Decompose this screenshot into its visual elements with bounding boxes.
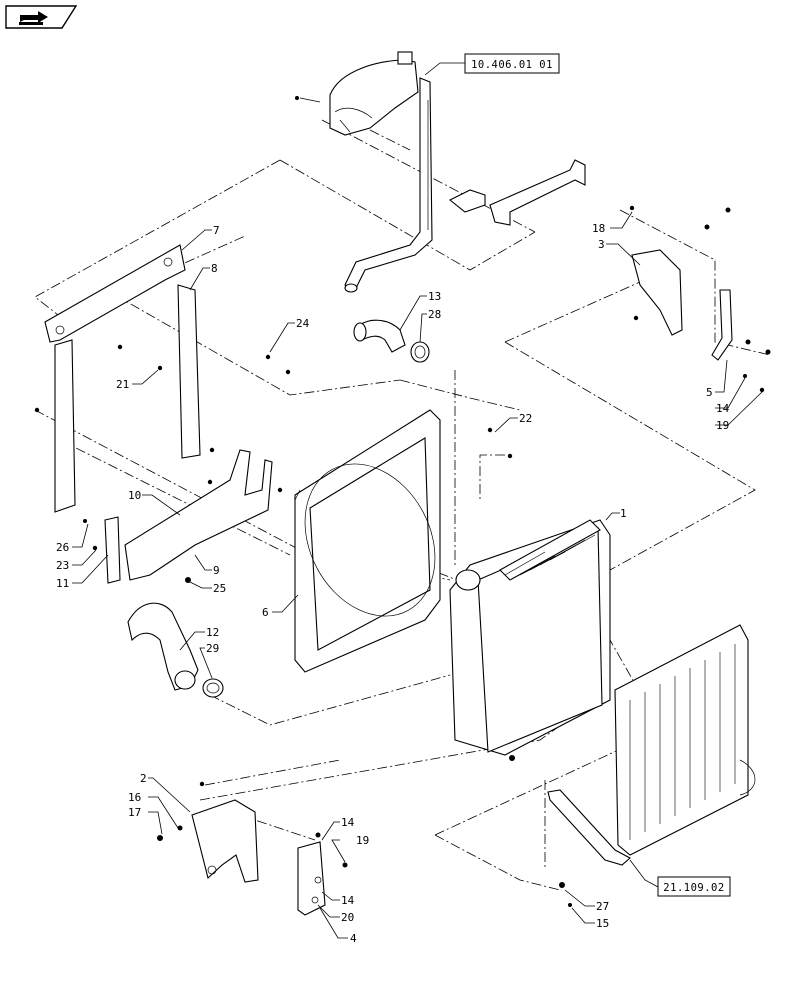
callout-14-right[interactable]: 14 (716, 402, 730, 415)
callout-28[interactable]: 28 (428, 308, 441, 321)
cooler-fins (629, 644, 736, 840)
callout-6[interactable]: 6 (262, 606, 269, 619)
radiator-fins (504, 534, 596, 581)
callout-7[interactable]: 7 (213, 224, 220, 237)
reference-bottom-label: 21.109.02 (663, 882, 724, 894)
leader-lines (72, 62, 763, 939)
callout-19-lower[interactable]: 19 (356, 834, 369, 847)
callout-25[interactable]: 25 (213, 582, 226, 595)
callout-4[interactable]: 4 (350, 932, 357, 945)
callout-24[interactable]: 24 (296, 317, 310, 330)
reference-box-bottom[interactable]: 21.109.02 (657, 876, 731, 897)
lower-side-brackets (34, 344, 283, 584)
callout-10[interactable]: 10 (128, 489, 141, 502)
callout-labels: 1 2 3 4 5 6 7 8 9 10 11 12 13 14 14 14 1… (56, 222, 730, 945)
callout-29[interactable]: 29 (206, 642, 219, 655)
callout-14-upper[interactable]: 14 (341, 816, 355, 829)
alignment-lines (34, 119, 771, 891)
callout-5[interactable]: 5 (706, 386, 713, 399)
callout-15[interactable]: 15 (596, 917, 609, 930)
callout-1[interactable]: 1 (620, 507, 627, 520)
callout-13[interactable]: 13 (428, 290, 441, 303)
callout-14-lower[interactable]: 14 (341, 894, 355, 907)
callout-18[interactable]: 18 (592, 222, 605, 235)
callout-8[interactable]: 8 (211, 262, 218, 275)
lower-hose (127, 602, 224, 698)
callout-27[interactable]: 27 (596, 900, 609, 913)
callout-19-right[interactable]: 19 (716, 419, 729, 432)
oil-cooler (547, 624, 756, 866)
upper-hose (353, 319, 430, 363)
reservoir-bracket (448, 159, 586, 226)
callout-22[interactable]: 22 (519, 412, 532, 425)
callout-12[interactable]: 12 (206, 626, 219, 639)
callout-26[interactable]: 26 (56, 541, 69, 554)
reference-box-top[interactable]: 10.406.01 01 (464, 53, 560, 74)
lower-mount-brackets (157, 781, 572, 916)
callout-21[interactable]: 21 (116, 378, 129, 391)
coolant-reservoir (295, 51, 433, 293)
baffle-panels (44, 244, 201, 513)
callout-11[interactable]: 11 (56, 577, 69, 590)
callout-23[interactable]: 23 (56, 559, 69, 572)
callout-20[interactable]: 20 (341, 911, 354, 924)
callout-2[interactable]: 2 (140, 772, 147, 785)
reference-top-label: 10.406.01 01 (471, 59, 553, 71)
fan-shroud (265, 354, 441, 673)
callout-17[interactable]: 17 (128, 806, 141, 819)
callout-9[interactable]: 9 (213, 564, 220, 577)
callout-16[interactable]: 16 (128, 791, 141, 804)
radiator (449, 427, 611, 761)
navigate-back-arrow-icon[interactable] (5, 5, 78, 29)
callout-3[interactable]: 3 (598, 238, 605, 251)
right-side-brackets (629, 205, 771, 393)
